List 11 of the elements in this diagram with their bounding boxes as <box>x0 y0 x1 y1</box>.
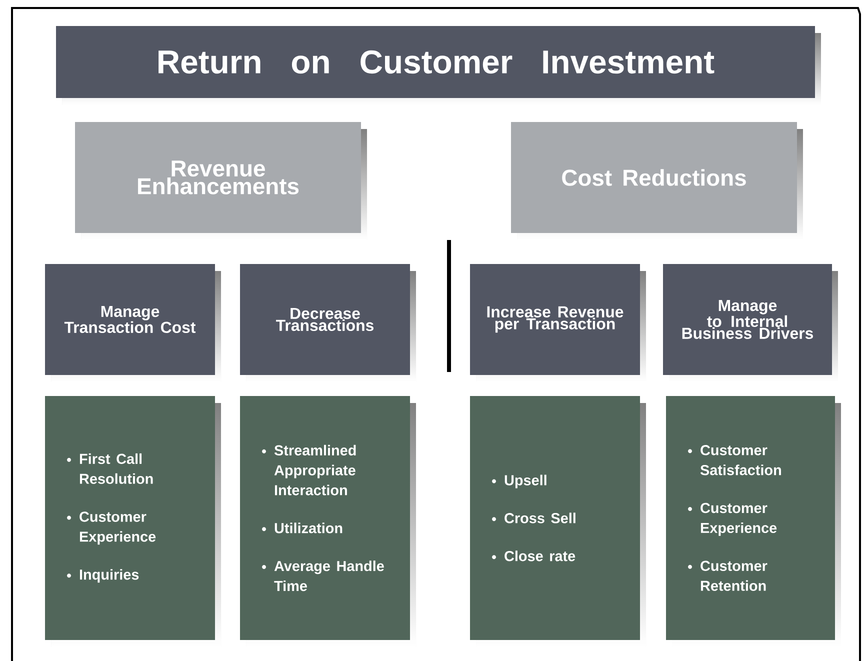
header-box: Increase Revenue per Transaction <box>470 264 646 382</box>
header-box: Manage Transaction Cost <box>45 264 221 382</box>
list-box: Customer Satisfaction Customer Experience Customer Retention <box>666 396 841 647</box>
title-bar: Return on Customer Investment <box>56 26 821 105</box>
list-box: Streamlined Appropriate Interaction Utilization Average Handle Time <box>240 396 416 647</box>
category-box: Cost Reductions <box>511 122 803 240</box>
header-box: Manage to Internal Business Drivers <box>663 264 838 382</box>
list-box: First Call Resolution Customer Experience Inquiries <box>45 396 221 647</box>
header-box: Decrease Transactions <box>240 264 416 382</box>
category-box: Revenue Enhancements <box>75 122 367 240</box>
list-box: Upsell Cross Sell Close rate <box>470 396 646 647</box>
